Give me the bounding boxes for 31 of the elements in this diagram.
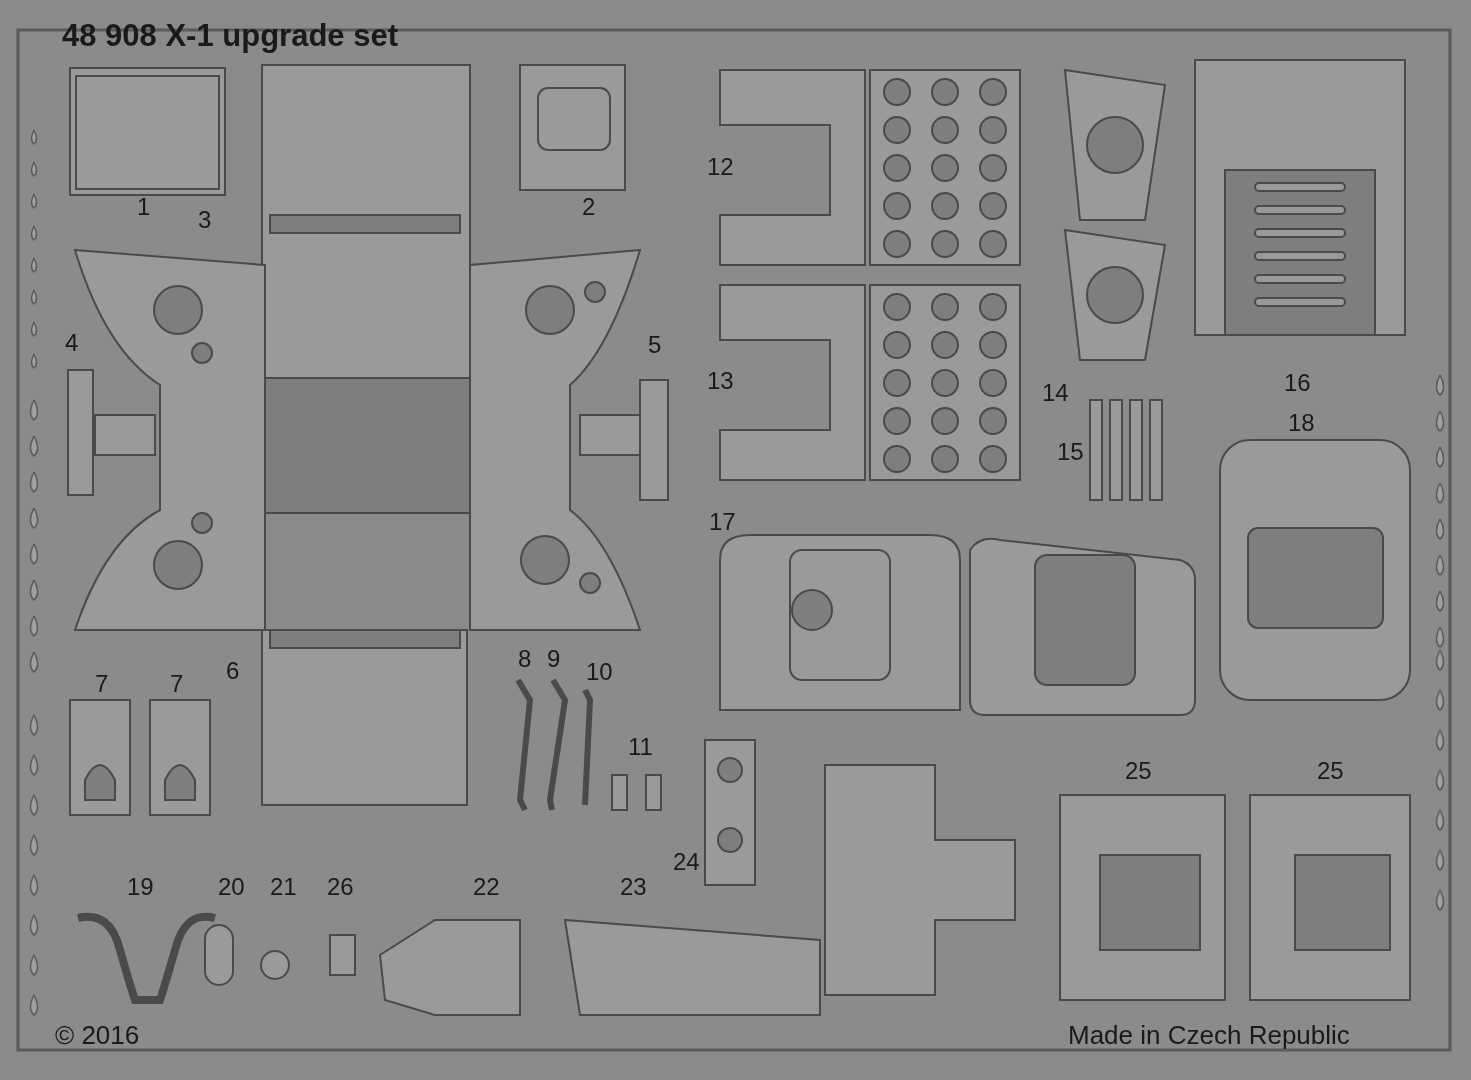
part-number: 19 — [127, 875, 154, 899]
part-number: 22 — [473, 875, 500, 899]
origin-note: Made in Czech Republic — [1068, 1022, 1350, 1048]
sheet-title: 48 908 X-1 upgrade set — [62, 18, 398, 54]
part-number: 3 — [198, 208, 212, 232]
part-number: 5 — [648, 333, 662, 357]
part-number: 2 — [582, 195, 596, 219]
part-number: 17 — [709, 510, 736, 534]
part-number: 9 — [547, 647, 561, 671]
part-number: 26 — [327, 875, 354, 899]
part-number: 21 — [270, 875, 297, 899]
part-number: 20 — [218, 875, 245, 899]
part-number: 12 — [707, 155, 734, 179]
part-number: 4 — [65, 331, 79, 355]
part-number: 16 — [1284, 371, 1311, 395]
copyright-note: © 2016 — [55, 1022, 140, 1048]
part-number: 7 — [170, 672, 184, 696]
part-number: 13 — [707, 369, 734, 393]
part-number: 18 — [1288, 411, 1315, 435]
part-number: 6 — [226, 659, 240, 683]
part-number: 15 — [1057, 440, 1084, 464]
part-number: 1 — [137, 195, 151, 219]
part-number: 24 — [673, 850, 700, 874]
part-number: 10 — [586, 660, 613, 684]
part-number: 8 — [518, 647, 532, 671]
part-number: 14 — [1042, 381, 1069, 405]
part-number: 7 — [95, 672, 109, 696]
part-number: 11 — [628, 735, 653, 759]
part-number: 23 — [620, 875, 647, 899]
part-number: 25 — [1317, 759, 1344, 783]
part-number: 25 — [1125, 759, 1152, 783]
